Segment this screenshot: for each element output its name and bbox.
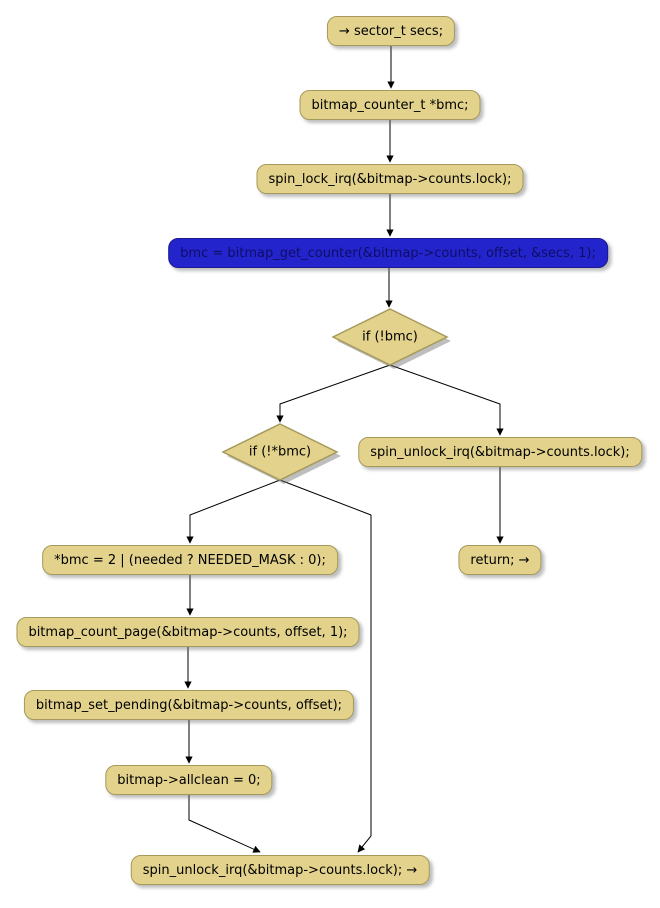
node-spin-unlock-early-label: spin_unlock_irq(&bitmap->counts.lock); [370, 444, 630, 460]
decision-diamond-if-not-bmc [331, 308, 449, 366]
flow-arrow [279, 479, 372, 853]
node-set-pending-label: bitmap_set_pending(&bitmap->counts, offs… [35, 697, 343, 713]
node-count-page: bitmap_count_page(&bitmap->counts, offse… [16, 617, 360, 647]
node-set-bmc: *bmc = 2 | (needed ? NEEDED_MASK : 0); [42, 545, 338, 575]
node-return-exit: return; → [458, 545, 542, 575]
node-entry: → sector_t secs; [326, 16, 456, 46]
node-set-bmc-label: *bmc = 2 | (needed ? NEEDED_MASK : 0); [54, 552, 326, 568]
decision-label-if-not-deref-bmc: if (!*bmc) [248, 444, 312, 460]
decision-diamond-if-not-deref-bmc [221, 423, 339, 481]
node-get-counter-label: bmc = bitmap_get_counter(&bitmap->counts… [180, 245, 596, 261]
flow-arrow [186, 479, 281, 544]
decision-label-if-not-bmc: if (!bmc) [362, 329, 418, 345]
node-allclean-label: bitmap->allclean = 0; [117, 772, 261, 788]
node-spin-unlock-exit: spin_unlock_irq(&bitmap->counts.lock); → [130, 855, 430, 885]
node-declare-bmc: bitmap_counter_t *bmc; [299, 90, 481, 120]
node-set-pending: bitmap_set_pending(&bitmap->counts, offs… [23, 690, 355, 720]
node-get-counter-highlighted: bmc = bitmap_get_counter(&bitmap->counts… [168, 238, 608, 268]
node-spin-unlock-exit-label: spin_unlock_irq(&bitmap->counts.lock); → [142, 862, 418, 878]
node-count-page-label: bitmap_count_page(&bitmap->counts, offse… [28, 624, 348, 640]
flow-arrow [188, 795, 261, 853]
node-declare-bmc-label: bitmap_counter_t *bmc; [311, 97, 469, 113]
node-spin-lock-label: spin_lock_irq(&bitmap->counts.lock); [268, 171, 512, 187]
node-entry-label: → sector_t secs; [338, 23, 444, 39]
node-allclean: bitmap->allclean = 0; [105, 765, 273, 795]
node-return-exit-label: return; → [470, 552, 530, 568]
node-spin-lock: spin_lock_irq(&bitmap->counts.lock); [256, 164, 524, 194]
flow-arrow [389, 364, 504, 436]
flow-arrow [276, 364, 391, 423]
node-spin-unlock-early: spin_unlock_irq(&bitmap->counts.lock); [358, 437, 642, 467]
